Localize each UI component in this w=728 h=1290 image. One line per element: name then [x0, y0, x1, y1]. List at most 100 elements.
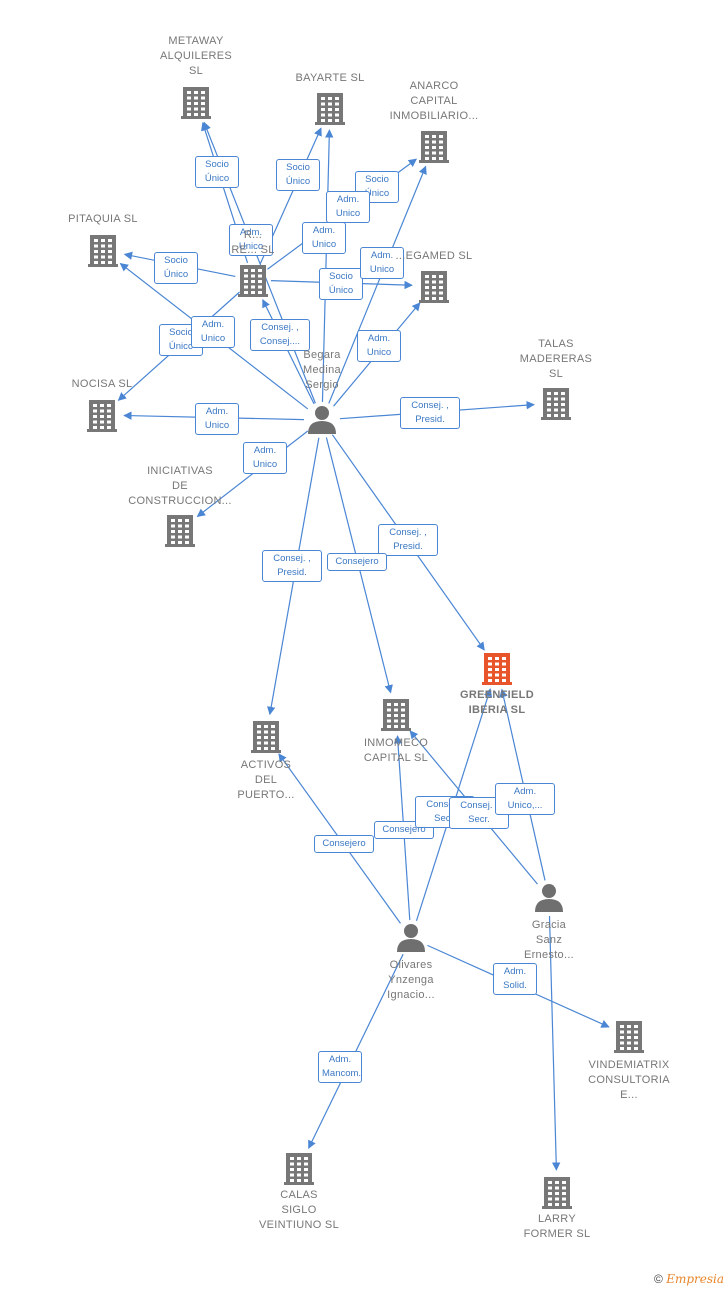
- edge-label-line: Presid.: [277, 567, 307, 578]
- edge-label-begara-activos[interactable]: Consejero: [327, 553, 387, 571]
- edge-label-olivares-inmomeco[interactable]: Consejero: [314, 835, 374, 853]
- begara-person-icon[interactable]: [308, 406, 336, 434]
- node-label-line: Sanz: [535, 934, 563, 946]
- bayarte-building-icon[interactable]: [315, 93, 345, 125]
- edge-label-olivares-activos[interactable]: Consej. , Presid.: [262, 550, 322, 582]
- iniciativas-building-icon[interactable]: [165, 515, 195, 547]
- edge-label-begara-talas[interactable]: Adm. Unico: [357, 330, 401, 362]
- edge-label-line: Adm.: [253, 445, 277, 456]
- edge-label-line: Adm.: [336, 194, 360, 205]
- edge-label-line: Unico: [200, 333, 226, 344]
- node-label-line: CALAS: [280, 1189, 318, 1201]
- edge-label-line: Adm.: [205, 406, 229, 417]
- edge-label-line: Unico,...: [507, 800, 543, 811]
- talas-building-icon[interactable]: [541, 388, 571, 420]
- node-label-line: INMOBILIARIO...: [389, 110, 479, 122]
- nocisa-building-icon[interactable]: [87, 400, 117, 432]
- nodes-layer: [87, 87, 644, 1209]
- edge-label-line: Presid.: [393, 541, 423, 552]
- calas-building-icon[interactable]: [284, 1153, 314, 1185]
- edge-label-line: Consej. ,: [411, 400, 449, 411]
- edge-label-line: Unico: [335, 208, 361, 219]
- edge-label-begara-egamed[interactable]: Adm.Unico: [360, 247, 404, 279]
- node-label-line: Medina: [303, 364, 341, 376]
- edge-label-begara-pitaquia[interactable]: Adm.Unico: [191, 316, 235, 348]
- node-label-line: PUERTO...: [237, 789, 295, 801]
- vindemiatrix-building-icon[interactable]: [614, 1021, 644, 1053]
- edge-label-line: Unico: [252, 459, 278, 470]
- node-label-bayarte[interactable]: BAYARTE SL: [260, 71, 400, 86]
- node-label-line: CONSULTORIA: [588, 1074, 670, 1086]
- edge-label-begara-anarco[interactable]: Adm. Unico: [326, 191, 370, 223]
- edge-label-line: Consej. ,: [426, 799, 464, 810]
- edge-label-begara-bayarte[interactable]: Adm.Unico: [302, 222, 346, 254]
- node-label-calas[interactable]: CALAS SIGLO VEINTIUNO SL: [229, 1188, 369, 1233]
- node-label-line: Begara: [303, 349, 341, 361]
- edge-label-begara-metaway[interactable]: Adm.Unico: [229, 224, 273, 256]
- node-label-line: Ignacio...: [387, 989, 435, 1001]
- egamed-building-icon[interactable]: [419, 271, 449, 303]
- edge-label-begara-iniciativas[interactable]: Adm. Unico: [243, 442, 287, 474]
- node-label-nocisa[interactable]: NOCISA SL: [32, 377, 172, 392]
- node-label-line: ANARCO: [409, 80, 459, 92]
- gracia-person-icon[interactable]: [535, 884, 563, 912]
- node-label-line: BAYARTE SL: [295, 72, 365, 84]
- edge-label-line: Adm.: [367, 333, 391, 344]
- node-label-egamed[interactable]: ...EGAMED SL: [364, 249, 504, 264]
- edge-label-olivares-calas[interactable]: Adm.Solid.: [493, 963, 537, 995]
- greenfield-building-icon[interactable]: [482, 653, 512, 685]
- node-label-line: Sergio: [305, 379, 339, 391]
- edge-label-line: Adm.: [328, 1054, 352, 1065]
- node-label-line: SIGLO: [281, 1204, 317, 1216]
- edge-label-line: Consejero: [322, 838, 366, 849]
- edge-label-begara-inmomeco[interactable]: Consej. ,Presid.: [378, 524, 438, 556]
- node-label-line: FORMER SL: [523, 1228, 591, 1240]
- edge-label-begara-re[interactable]: Consej. ,Consej....: [250, 319, 310, 351]
- metaway-building-icon[interactable]: [181, 87, 211, 119]
- edge-label-begara-nocisa[interactable]: Adm.Unico: [195, 403, 239, 435]
- edge-label-line: Único: [168, 341, 194, 352]
- larry-building-icon[interactable]: [542, 1177, 572, 1209]
- node-label-line: R...: [243, 229, 263, 241]
- edge-label-line: Consejero: [335, 556, 379, 567]
- node-label-line: VEINTIUNO SL: [258, 1219, 339, 1231]
- node-label-re[interactable]: R...RE... SL: [183, 228, 323, 258]
- edge-label-olivares-vindemiatrix[interactable]: Adm.Unico,...: [495, 783, 555, 815]
- edge-label-line: Consej. ,: [273, 553, 311, 564]
- olivares-person-icon[interactable]: [397, 924, 425, 952]
- footer-brand[interactable]: © Empresia: [654, 1272, 724, 1286]
- activos-building-icon[interactable]: [251, 721, 281, 753]
- node-label-line: DE: [172, 480, 188, 492]
- edge-label-line: Consejero: [382, 824, 426, 835]
- re-building-icon[interactable]: [238, 265, 268, 297]
- node-label-line: Ynzenga: [388, 974, 434, 986]
- edge-label-gracia-larry[interactable]: Adm.Mancom.: [318, 1051, 362, 1083]
- node-label-line: Ernesto...: [523, 949, 575, 961]
- edge-begara-bayarte: [321, 129, 334, 403]
- edge-label-line: Adm.: [239, 227, 263, 238]
- anarco-building-icon[interactable]: [419, 131, 449, 163]
- inmomeco-building-icon[interactable]: [381, 699, 411, 731]
- edge-label-begara-greenfield[interactable]: Consej. ,Presid.: [400, 397, 460, 429]
- pitaquia-building-icon[interactable]: [88, 235, 118, 267]
- node-label-line: INICIATIVAS: [147, 465, 213, 477]
- node-label-pitaquia[interactable]: PITAQUIA SL: [33, 212, 173, 227]
- edge-label-line: Unico: [366, 347, 392, 358]
